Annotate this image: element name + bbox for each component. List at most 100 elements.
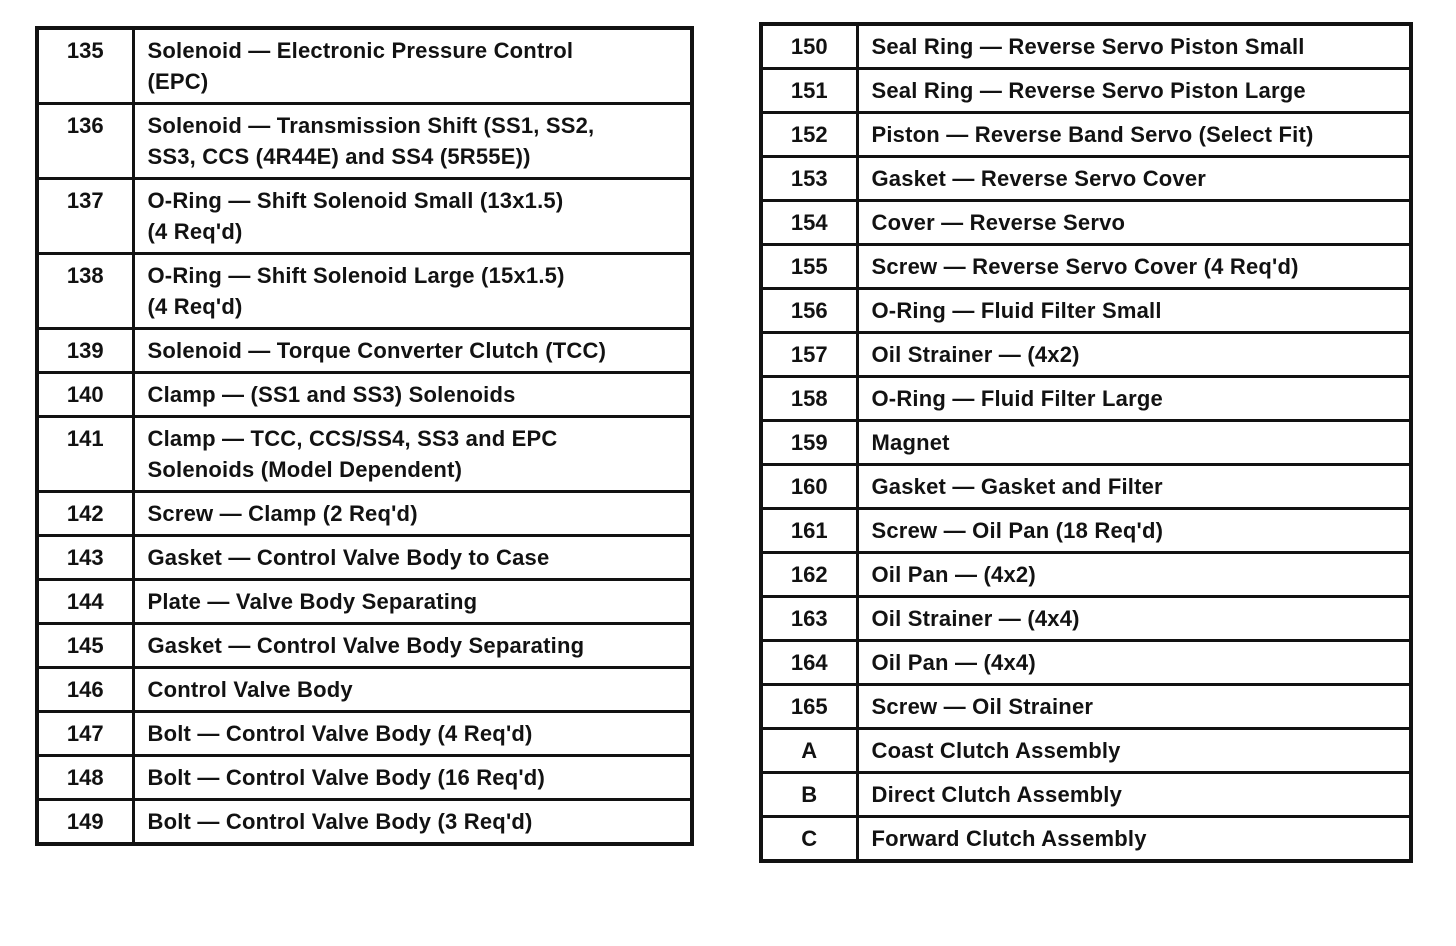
parts-table-row: A Coast Clutch Assembly [759,727,1413,774]
part-desc-cell: Coast Clutch Assembly [855,727,1413,774]
parts-table-row: 146 Control Valve Body [35,666,694,713]
part-ref-cell: 144 [35,578,135,625]
part-ref-cell: A [759,727,859,774]
part-desc-cell: Screw — Reverse Servo Cover (4 Req'd) [855,243,1413,290]
part-ref-cell: 147 [35,710,135,757]
parts-table-row: 144 Plate — Valve Body Separating [35,578,694,625]
part-desc-cell: Gasket — Control Valve Body to Case [131,534,694,581]
part-ref-cell: B [759,771,859,818]
part-ref-cell: 137 [35,177,135,255]
part-ref-cell: 157 [759,331,859,378]
parts-table-row: 163 Oil Strainer — (4x4) [759,595,1413,642]
part-desc-cell: Seal Ring — Reverse Servo Piston Large [855,67,1413,114]
parts-table-row: 162 Oil Pan — (4x2) [759,551,1413,598]
part-desc-cell: Screw — Oil Strainer [855,683,1413,730]
parts-table-row: 139 Solenoid — Torque Converter Clutch (… [35,327,694,374]
part-desc-cell: Magnet [855,419,1413,466]
part-ref-cell: 154 [759,199,859,246]
parts-table-row: 160 Gasket — Gasket and Filter [759,463,1413,510]
part-desc-cell: Cover — Reverse Servo [855,199,1413,246]
parts-table-row: 150 Seal Ring — Reverse Servo Piston Sma… [759,22,1413,70]
part-ref-cell: 162 [759,551,859,598]
part-desc-cell: Oil Pan — (4x2) [855,551,1413,598]
part-desc-cell: Clamp — (SS1 and SS3) Solenoids [131,371,694,418]
part-ref-cell: 141 [35,415,135,493]
part-ref-cell: 160 [759,463,859,510]
part-ref-cell: 149 [35,798,135,846]
part-desc-cell: O-Ring — Fluid Filter Large [855,375,1413,422]
parts-table-right: 150 Seal Ring — Reverse Servo Piston Sma… [759,22,1413,863]
parts-table-row: 149 Bolt — Control Valve Body (3 Req'd) [35,798,694,846]
part-ref-cell: 165 [759,683,859,730]
parts-table-right-body: 150 Seal Ring — Reverse Servo Piston Sma… [759,22,1413,863]
parts-table-left-body: 135 Solenoid — Electronic Pressure Contr… [35,26,694,846]
part-desc-cell: O-Ring — Shift Solenoid Small (13x1.5) (… [131,177,694,255]
part-desc-cell: Clamp — TCC, CCS/SS4, SS3 and EPC Soleno… [131,415,694,493]
parts-table-row: 138 O-Ring — Shift Solenoid Large (15x1.… [35,252,694,330]
part-desc-cell: Plate — Valve Body Separating [131,578,694,625]
part-desc-cell: Oil Strainer — (4x2) [855,331,1413,378]
part-ref-cell: 152 [759,111,859,158]
part-desc-cell: Bolt — Control Valve Body (16 Req'd) [131,754,694,801]
parts-table-row: 157 Oil Strainer — (4x2) [759,331,1413,378]
parts-table-row: 142 Screw — Clamp (2 Req'd) [35,490,694,537]
parts-table-row: 151 Seal Ring — Reverse Servo Piston Lar… [759,67,1413,114]
part-ref-cell: 140 [35,371,135,418]
part-desc-cell: Solenoid — Torque Converter Clutch (TCC) [131,327,694,374]
part-desc-cell: Gasket — Reverse Servo Cover [855,155,1413,202]
part-ref-cell: 142 [35,490,135,537]
parts-table-row: 156 O-Ring — Fluid Filter Small [759,287,1413,334]
part-ref-cell: 148 [35,754,135,801]
part-desc-cell: Oil Strainer — (4x4) [855,595,1413,642]
part-ref-cell: 145 [35,622,135,669]
part-desc-cell: Forward Clutch Assembly [855,815,1413,863]
part-ref-cell: 151 [759,67,859,114]
part-ref-cell: 153 [759,155,859,202]
part-ref-cell: 146 [35,666,135,713]
parts-table-row: 158 O-Ring — Fluid Filter Large [759,375,1413,422]
part-desc-cell: Direct Clutch Assembly [855,771,1413,818]
part-desc-cell: Piston — Reverse Band Servo (Select Fit) [855,111,1413,158]
part-ref-cell: 150 [759,22,859,70]
parts-table-row: 141 Clamp — TCC, CCS/SS4, SS3 and EPC So… [35,415,694,493]
part-ref-cell: 155 [759,243,859,290]
part-ref-cell: 163 [759,595,859,642]
part-ref-cell: 156 [759,287,859,334]
parts-table-row: 145 Gasket — Control Valve Body Separati… [35,622,694,669]
parts-table-row: B Direct Clutch Assembly [759,771,1413,818]
part-desc-cell: Screw — Clamp (2 Req'd) [131,490,694,537]
parts-table-left: 135 Solenoid — Electronic Pressure Contr… [35,26,694,846]
parts-table-row: 137 O-Ring — Shift Solenoid Small (13x1.… [35,177,694,255]
part-desc-cell: Bolt — Control Valve Body (4 Req'd) [131,710,694,757]
part-desc-cell: Seal Ring — Reverse Servo Piston Small [855,22,1413,70]
part-ref-cell: 135 [35,26,135,105]
part-desc-cell: Gasket — Control Valve Body Separating [131,622,694,669]
parts-table-row: 135 Solenoid — Electronic Pressure Contr… [35,26,694,105]
parts-table-row: 152 Piston — Reverse Band Servo (Select … [759,111,1413,158]
parts-table-row: 143 Gasket — Control Valve Body to Case [35,534,694,581]
part-ref-cell: 158 [759,375,859,422]
parts-table-row: 164 Oil Pan — (4x4) [759,639,1413,686]
part-ref-cell: 164 [759,639,859,686]
part-ref-cell: C [759,815,859,863]
part-ref-cell: 136 [35,102,135,180]
part-desc-cell: Screw — Oil Pan (18 Req'd) [855,507,1413,554]
part-desc-cell: O-Ring — Fluid Filter Small [855,287,1413,334]
part-ref-cell: 139 [35,327,135,374]
part-desc-cell: Solenoid — Electronic Pressure Control (… [131,26,694,105]
part-ref-cell: 143 [35,534,135,581]
parts-table-row: C Forward Clutch Assembly [759,815,1413,863]
part-desc-cell: Gasket — Gasket and Filter [855,463,1413,510]
parts-table-row: 155 Screw — Reverse Servo Cover (4 Req'd… [759,243,1413,290]
parts-table-row: 154 Cover — Reverse Servo [759,199,1413,246]
parts-table-row: 165 Screw — Oil Strainer [759,683,1413,730]
part-ref-cell: 159 [759,419,859,466]
part-desc-cell: Solenoid — Transmission Shift (SS1, SS2,… [131,102,694,180]
part-desc-cell: Oil Pan — (4x4) [855,639,1413,686]
part-desc-cell: O-Ring — Shift Solenoid Large (15x1.5) (… [131,252,694,330]
parts-table-row: 148 Bolt — Control Valve Body (16 Req'd) [35,754,694,801]
parts-table-row: 153 Gasket — Reverse Servo Cover [759,155,1413,202]
part-ref-cell: 138 [35,252,135,330]
parts-table-row: 136 Solenoid — Transmission Shift (SS1, … [35,102,694,180]
